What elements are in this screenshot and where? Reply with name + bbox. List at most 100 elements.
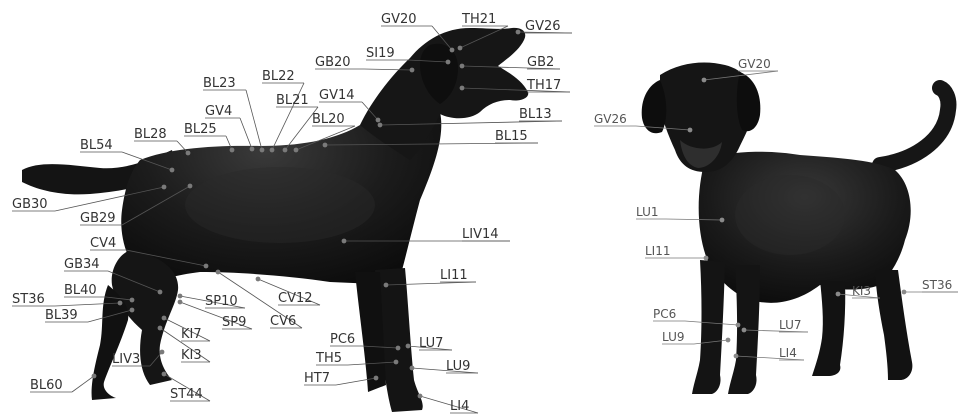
side-label-gb2: GB2 bbox=[527, 55, 554, 70]
side-label-bl60: BL60 bbox=[30, 378, 63, 393]
side-point-liv3 bbox=[160, 350, 165, 355]
side-label-bl39: BL39 bbox=[45, 308, 78, 323]
side-label-gb20: GB20 bbox=[315, 55, 351, 70]
side-point-sp9 bbox=[178, 300, 183, 305]
side-point-bl21 bbox=[283, 148, 288, 153]
side-point-si19 bbox=[446, 60, 451, 65]
side-point-gb2 bbox=[460, 64, 465, 69]
front-label-ki3: KI3 bbox=[852, 284, 871, 298]
side-label-si19: SI19 bbox=[366, 46, 395, 61]
front-point-gv20 bbox=[702, 78, 707, 83]
front-point-st36 bbox=[902, 290, 907, 295]
side-label-ht7: HT7 bbox=[304, 371, 330, 386]
side-point-cv12 bbox=[256, 277, 261, 282]
front-point-li4 bbox=[734, 354, 739, 359]
front-dog-leg-rear-right bbox=[875, 270, 912, 380]
side-label-bl20: BL20 bbox=[312, 112, 345, 127]
side-point-bl25 bbox=[230, 148, 235, 153]
side-point-sp10 bbox=[178, 294, 183, 299]
side-point-ki3 bbox=[158, 326, 163, 331]
side-label-bl22: BL22 bbox=[262, 69, 295, 84]
side-label-gb34: GB34 bbox=[64, 257, 100, 272]
side-label-gv26: GV26 bbox=[525, 19, 561, 34]
side-label-st36: ST36 bbox=[12, 292, 45, 307]
side-point-bl15 bbox=[323, 143, 328, 148]
front-label-li4: LI4 bbox=[779, 346, 797, 360]
front-dog-ear-right bbox=[737, 72, 761, 131]
side-label-liv3: LIV3 bbox=[112, 352, 140, 367]
side-label-cv6: CV6 bbox=[270, 314, 296, 329]
side-label-th5: TH5 bbox=[315, 351, 342, 366]
side-point-liv14 bbox=[342, 239, 347, 244]
front-label-st36: ST36 bbox=[922, 278, 952, 292]
front-label-li11: LI11 bbox=[645, 244, 671, 258]
side-label-gv4: GV4 bbox=[205, 104, 232, 119]
side-point-ki7 bbox=[162, 316, 167, 321]
side-point-bl20 bbox=[294, 148, 299, 153]
side-point-th5 bbox=[394, 360, 399, 365]
side-point-gv4 bbox=[250, 147, 255, 152]
front-point-lu9 bbox=[726, 338, 731, 343]
front-point-lu7 bbox=[742, 328, 747, 333]
side-label-cv4: CV4 bbox=[90, 236, 116, 251]
side-label-sp10: SP10 bbox=[205, 294, 238, 309]
side-label-gb29: GB29 bbox=[80, 211, 116, 226]
side-label-cv12: CV12 bbox=[278, 291, 313, 306]
front-label-gv20: GV20 bbox=[738, 57, 771, 71]
side-point-bl54 bbox=[170, 168, 175, 173]
front-point-ki3 bbox=[836, 292, 841, 297]
side-point-cv4 bbox=[204, 264, 209, 269]
side-point-ht7 bbox=[374, 376, 379, 381]
side-label-lu7: LU7 bbox=[419, 336, 443, 351]
side-point-lu9 bbox=[410, 366, 415, 371]
side-label-li11: LI11 bbox=[440, 268, 468, 283]
side-point-st44 bbox=[162, 372, 167, 377]
side-label-lu9: LU9 bbox=[446, 359, 470, 374]
side-label-ki3: KI3 bbox=[181, 348, 202, 363]
side-label-gv20: GV20 bbox=[381, 12, 417, 27]
side-label-bl13: BL13 bbox=[519, 107, 552, 122]
front-point-lu1 bbox=[720, 218, 725, 223]
side-label-bl25: BL25 bbox=[184, 122, 217, 137]
side-point-th17 bbox=[460, 86, 465, 91]
side-point-gb29 bbox=[188, 184, 193, 189]
side-label-ki7: KI7 bbox=[181, 327, 202, 342]
side-point-bl28 bbox=[186, 151, 191, 156]
side-point-st36 bbox=[118, 301, 123, 306]
front-label-pc6: PC6 bbox=[653, 307, 676, 321]
side-point-gv20 bbox=[450, 48, 455, 53]
side-point-th21 bbox=[458, 46, 463, 51]
side-label-bl40: BL40 bbox=[64, 283, 97, 298]
side-point-bl13 bbox=[378, 123, 383, 128]
front-point-pc6 bbox=[736, 323, 741, 328]
side-label-sp9: SP9 bbox=[222, 315, 246, 330]
side-label-bl21: BL21 bbox=[276, 93, 309, 108]
side-leader-bl60 bbox=[72, 376, 94, 392]
side-point-cv6 bbox=[216, 270, 221, 275]
side-dog-rear-leg-far bbox=[92, 285, 129, 400]
side-point-gb34 bbox=[158, 290, 163, 295]
side-label-th17: TH17 bbox=[526, 78, 561, 93]
side-point-bl39 bbox=[130, 308, 135, 313]
front-label-lu7: LU7 bbox=[779, 318, 802, 332]
front-dog-leg-front-left bbox=[692, 260, 725, 394]
side-label-st44: ST44 bbox=[170, 387, 203, 402]
side-point-pc6 bbox=[396, 346, 401, 351]
front-point-li11 bbox=[704, 256, 709, 261]
side-point-gb30 bbox=[162, 185, 167, 190]
side-label-pc6: PC6 bbox=[330, 332, 355, 347]
side-point-lu7 bbox=[406, 344, 411, 349]
side-point-li4 bbox=[418, 394, 423, 399]
side-label-bl15: BL15 bbox=[495, 129, 528, 144]
side-leader-gv4 bbox=[240, 118, 252, 149]
front-dog-ear-left bbox=[642, 80, 667, 133]
side-point-gv26 bbox=[516, 30, 521, 35]
side-label-gv14: GV14 bbox=[319, 88, 355, 103]
side-label-th21: TH21 bbox=[461, 12, 496, 27]
side-label-bl54: BL54 bbox=[80, 138, 113, 153]
side-point-bl22 bbox=[270, 148, 275, 153]
side-point-bl23 bbox=[260, 148, 265, 153]
front-point-gv26 bbox=[688, 128, 693, 133]
